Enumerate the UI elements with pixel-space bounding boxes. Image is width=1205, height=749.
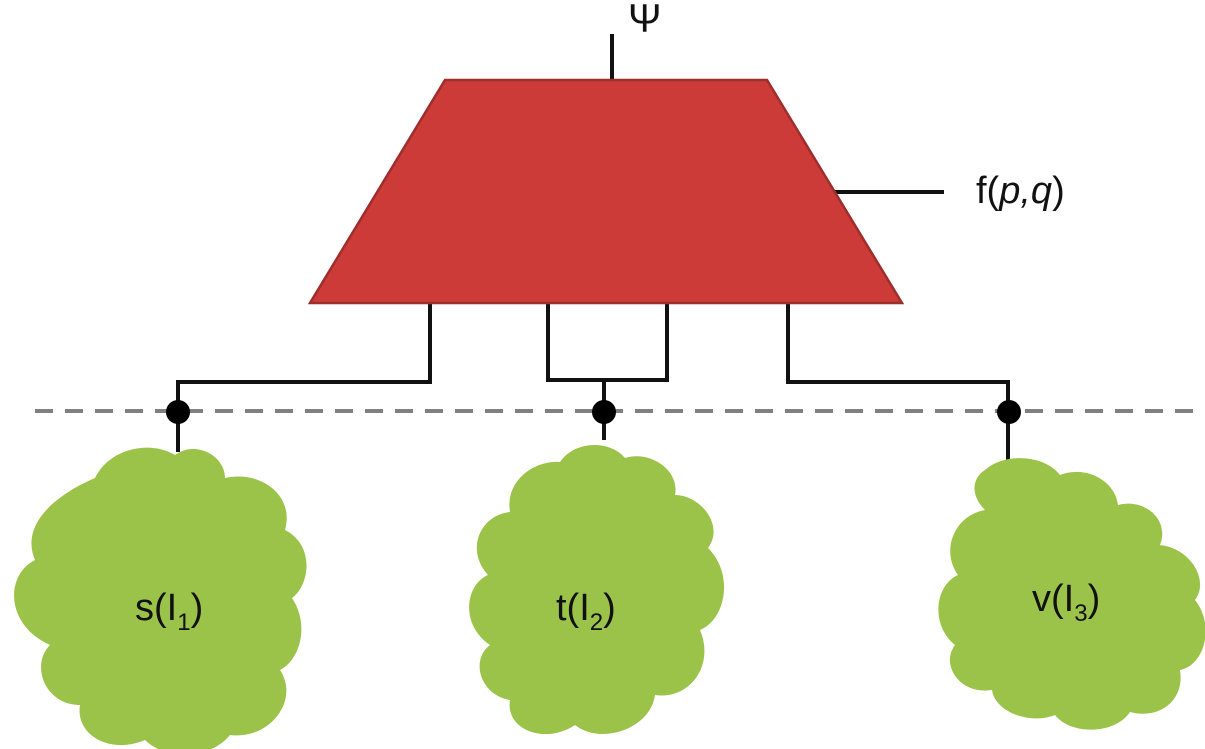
cloud-v: [938, 458, 1205, 730]
function-label-comma: ,: [1020, 170, 1031, 212]
cloud-s-label: s(I1): [135, 587, 203, 636]
cloud-t: [469, 444, 725, 735]
cloud-s-prefix: s(I: [135, 587, 177, 629]
cloud-t-suffix: ): [603, 587, 616, 629]
cloud-s-subscript: 1: [177, 609, 190, 636]
right-connector-wire: [786, 300, 1010, 465]
cloud-v-suffix: ): [1088, 578, 1101, 620]
function-label-close: ): [1052, 170, 1065, 212]
cloud-v-subscript: 3: [1074, 600, 1087, 627]
cloud-t-subscript: 2: [590, 609, 603, 636]
cloud-t-label: t(I2): [556, 587, 616, 636]
function-label: f(p,q): [976, 170, 1065, 212]
junction-node-left: [166, 400, 190, 424]
junction-node-middle: [592, 400, 616, 424]
cloud-s: [14, 447, 307, 749]
function-label-p: p: [998, 170, 1020, 212]
left-connector-wire: [176, 300, 432, 452]
cloud-s-suffix: ): [191, 587, 204, 629]
cloud-v-prefix: v(I: [1032, 578, 1074, 620]
output-label: Ψ: [628, 0, 661, 41]
middle-connector-wire: [546, 300, 669, 382]
trapezoid-block: [307, 78, 905, 305]
function-label-q: q: [1031, 170, 1052, 212]
function-label-name: f(: [976, 170, 1000, 212]
cloud-v-label: v(I3): [1032, 578, 1100, 627]
junction-node-right: [997, 400, 1021, 424]
cloud-t-prefix: t(I: [556, 587, 590, 629]
